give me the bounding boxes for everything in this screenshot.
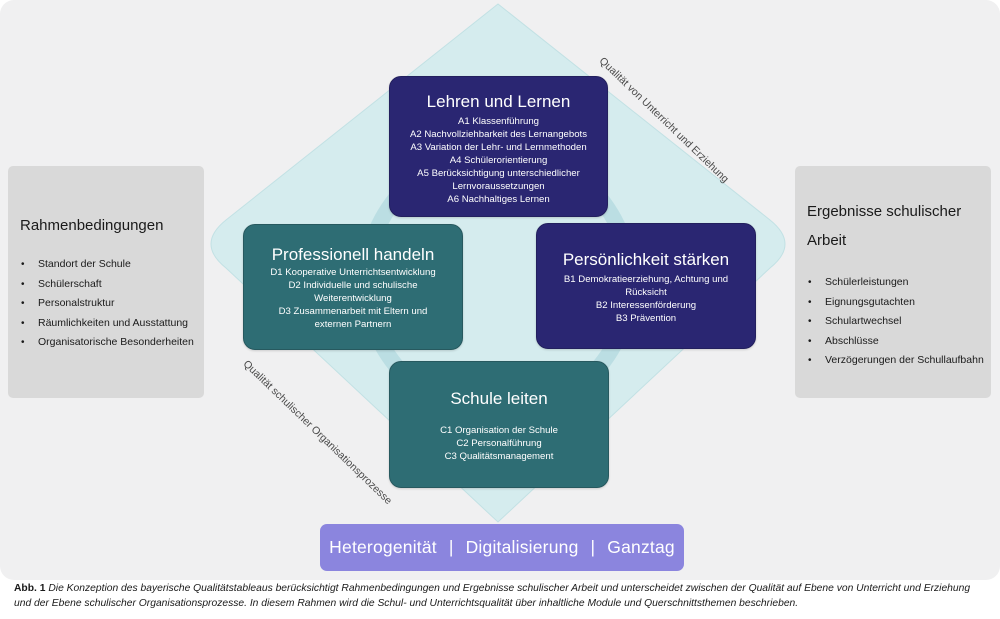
list-item: Schülerschaft bbox=[8, 275, 204, 295]
list-item: Räumlichkeiten und Ausstattung bbox=[8, 314, 204, 334]
module-item: Weiterentwicklung bbox=[314, 293, 392, 304]
module-professional-action: Professionell handeln D1 Kooperative Unt… bbox=[243, 224, 463, 350]
frame-conditions-list: Standort der Schule Schülerschaft Person… bbox=[8, 255, 204, 353]
theme-separator: | bbox=[448, 537, 454, 557]
module-title: Schule leiten bbox=[450, 389, 548, 408]
module-item: externen Partnern bbox=[314, 319, 392, 330]
module-items: C1 Organisation der Schule C2 Personalfü… bbox=[390, 424, 608, 463]
school-results-title-line2: Arbeit bbox=[807, 232, 847, 249]
module-item: C3 Qualitätsmanagement bbox=[444, 451, 554, 462]
module-items: D1 Kooperative Unterrichtsentwicklung D2… bbox=[244, 266, 462, 331]
list-item: Verzögerungen der Schullaufbahn bbox=[795, 351, 991, 371]
module-items: B1 Demokratieerziehung, Achtung und Rück… bbox=[537, 273, 755, 325]
frame-conditions-title: Rahmenbedingungen bbox=[20, 217, 164, 234]
module-item: C1 Organisation der Schule bbox=[440, 425, 558, 436]
list-item: Organisatorische Besonderheiten bbox=[8, 333, 204, 353]
list-item: Schülerleistungen bbox=[795, 273, 991, 293]
list-item: Standort der Schule bbox=[8, 255, 204, 275]
module-personality: Persönlichkeit stärken B1 Demokratieerzi… bbox=[536, 223, 756, 349]
caption-text: Die Konzeption des bayerische Qualitätst… bbox=[14, 583, 971, 609]
theme-digitalisation: Digitalisierung bbox=[465, 537, 579, 557]
list-item: Abschlüsse bbox=[795, 332, 991, 352]
school-results-title-line1: Ergebnisse schulischer bbox=[807, 203, 962, 220]
cross-cutting-themes-bar: Heterogenität | Digitalisierung | Ganzta… bbox=[320, 524, 684, 571]
module-teaching-learning: Lehren und Lernen A1 Klassenführung A2 N… bbox=[389, 76, 608, 217]
module-item: D1 Kooperative Unterrichtsentwicklung bbox=[270, 267, 436, 278]
module-title: Persönlichkeit stärken bbox=[562, 250, 730, 269]
module-item: A6 Nachhaltiges Lernen bbox=[447, 194, 550, 205]
module-item: B3 Prävention bbox=[615, 313, 677, 324]
figure-caption: Abb. 1 Die Konzeption des bayerische Qua… bbox=[14, 582, 990, 611]
module-school-leadership: Schule leiten C1 Organisation der Schule… bbox=[389, 361, 609, 488]
theme-separator: | bbox=[590, 537, 596, 557]
module-item: B2 Interessenförderung bbox=[595, 300, 697, 311]
module-item: Rücksicht bbox=[625, 287, 667, 298]
module-item: D3 Zusammenarbeit mit Eltern und bbox=[278, 306, 428, 317]
module-item: B1 Demokratieerziehung, Achtung und bbox=[563, 274, 729, 285]
module-title: Lehren und Lernen bbox=[426, 92, 571, 111]
module-item: Lernvoraussetzungen bbox=[452, 181, 545, 192]
module-item: A1 Klassenführung bbox=[457, 116, 540, 127]
module-items: A1 Klassenführung A2 Nachvollziehbarkeit… bbox=[390, 115, 607, 206]
caption-label: Abb. 1 bbox=[14, 583, 46, 594]
module-item: D2 Individuelle und schulische bbox=[288, 280, 418, 291]
theme-heterogeneity: Heterogenität bbox=[329, 537, 437, 557]
list-item: Schulartwechsel bbox=[795, 312, 991, 332]
module-item: A3 Variation der Lehr- und Lernmethoden bbox=[410, 142, 587, 153]
frame-conditions-panel: Rahmenbedingungen Standort der Schule Sc… bbox=[8, 166, 204, 398]
list-item: Eignungsgutachten bbox=[795, 293, 991, 313]
module-item: A4 Schülerorientierung bbox=[449, 155, 548, 166]
theme-all-day-school: Ganztag bbox=[607, 537, 675, 557]
module-item: A2 Nachvollziehbarkeit des Lernangebots bbox=[409, 129, 588, 140]
school-results-list: Schülerleistungen Eignungsgutachten Schu… bbox=[795, 273, 991, 371]
school-results-panel: Ergebnisse schulischer Arbeit Schülerlei… bbox=[795, 166, 991, 398]
module-item: A5 Berücksichtigung unterschiedlicher bbox=[417, 168, 580, 179]
list-item: Personalstruktur bbox=[8, 294, 204, 314]
module-item: C2 Personalführung bbox=[456, 438, 542, 449]
module-title: Professionell handeln bbox=[271, 245, 435, 264]
